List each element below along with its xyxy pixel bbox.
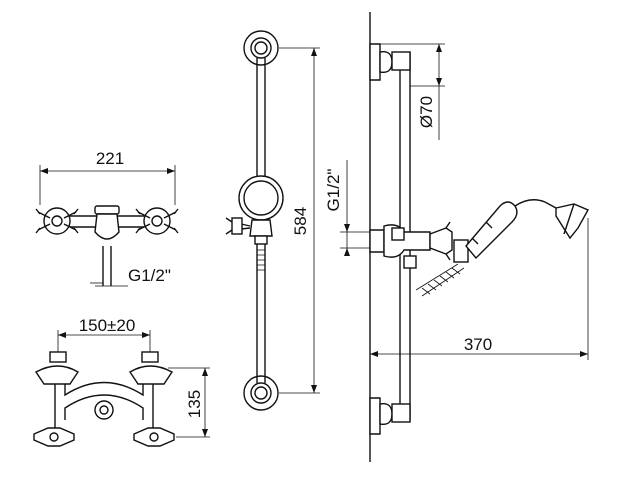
bracket-thread-label: G1/2" — [324, 169, 343, 212]
right-handle — [135, 207, 179, 235]
mixer-width-label: 221 — [96, 149, 124, 168]
mixer-height-label: 135 — [185, 390, 204, 418]
left-handle — [35, 207, 79, 235]
mixer-top-view: 150±20 135 — [33, 316, 210, 447]
inlet-spacing-label: 150±20 — [79, 316, 136, 335]
bracket-diameter-label: Ø70 — [417, 96, 436, 128]
mixer-front-view: 221 G1/2" — [35, 149, 179, 287]
slide-rail-front-view: 584 — [225, 30, 320, 411]
mixer-thread-label: G1/2" — [128, 266, 171, 285]
rail-length-label: 584 — [291, 207, 310, 235]
side-view: Ø70 G1/2" 370 — [324, 12, 589, 462]
projection-label: 370 — [464, 335, 492, 354]
